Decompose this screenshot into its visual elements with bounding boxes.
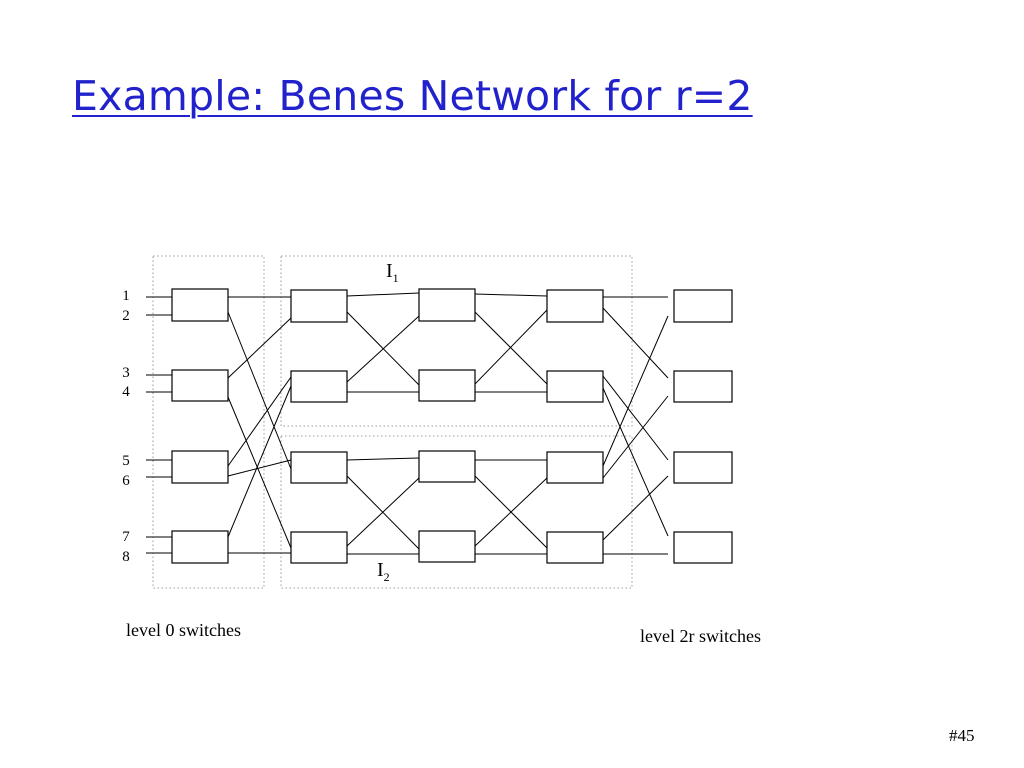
input-label: 5 (122, 453, 130, 469)
wire (346, 292, 420, 297)
level0-switches (171, 288, 229, 564)
switch-box (290, 289, 348, 323)
wire (227, 385, 292, 538)
input-label: 8 (122, 549, 130, 565)
switch-box (418, 288, 476, 322)
switch-box (171, 530, 229, 564)
subnetwork-label-i1: I1 (386, 260, 399, 285)
wire (227, 317, 292, 379)
wire (474, 309, 548, 385)
slide-number: #45 (949, 726, 975, 745)
wire (346, 477, 420, 547)
wire (602, 387, 669, 537)
wire (602, 307, 669, 379)
input-labels: 1 2 3 4 5 6 7 8 (122, 288, 130, 565)
switch-box (171, 288, 229, 322)
wire (474, 293, 548, 297)
subnetwork-label-i2: I2 (377, 559, 390, 584)
wire (346, 315, 420, 383)
switch-box (673, 289, 733, 323)
switch-box (290, 451, 348, 484)
input-label: 2 (122, 308, 130, 324)
wire (474, 311, 548, 385)
wire (602, 375, 669, 461)
input-label: 3 (122, 365, 130, 381)
switch-box (290, 370, 348, 403)
input-label: 7 (122, 529, 130, 545)
wire (227, 376, 292, 467)
dotted-group-boxes (152, 255, 633, 589)
level0-connections (227, 296, 292, 554)
input-stubs (146, 296, 172, 554)
switch-box (546, 531, 604, 564)
switch-box (673, 451, 733, 484)
input-label: 6 (122, 473, 130, 489)
wire (227, 459, 292, 477)
wire (602, 315, 669, 467)
switch-box (418, 450, 476, 483)
switch-box (546, 289, 604, 323)
switch-box (171, 450, 229, 484)
level0-dotted-box (152, 255, 265, 589)
slide-title: Example: Benes Network for r=2 (72, 72, 753, 120)
input-label: 4 (122, 384, 130, 400)
wire (602, 475, 669, 541)
level2r-switches (673, 289, 733, 564)
switch-box (673, 370, 733, 403)
caption-level2r-switches: level 2r switches (640, 626, 761, 646)
switch-box (171, 369, 229, 402)
middle-stage-switches (290, 288, 604, 564)
switch-box (546, 370, 604, 403)
switch-box (290, 531, 348, 564)
wire (227, 396, 292, 549)
wire (602, 395, 669, 479)
level2r-connections (602, 296, 669, 555)
subnetwork-i1-dotted-box (280, 255, 633, 427)
wire (227, 311, 292, 470)
wire (474, 477, 548, 547)
caption-level0-switches: level 0 switches (126, 620, 241, 640)
wire (346, 457, 420, 461)
switch-box (673, 531, 733, 564)
switch-box (418, 530, 476, 563)
subnetwork-i2-connections (346, 457, 548, 555)
input-label: 1 (122, 288, 130, 304)
switch-box (418, 369, 476, 402)
subnetwork-i1-connections (346, 292, 548, 393)
switch-box (546, 451, 604, 484)
